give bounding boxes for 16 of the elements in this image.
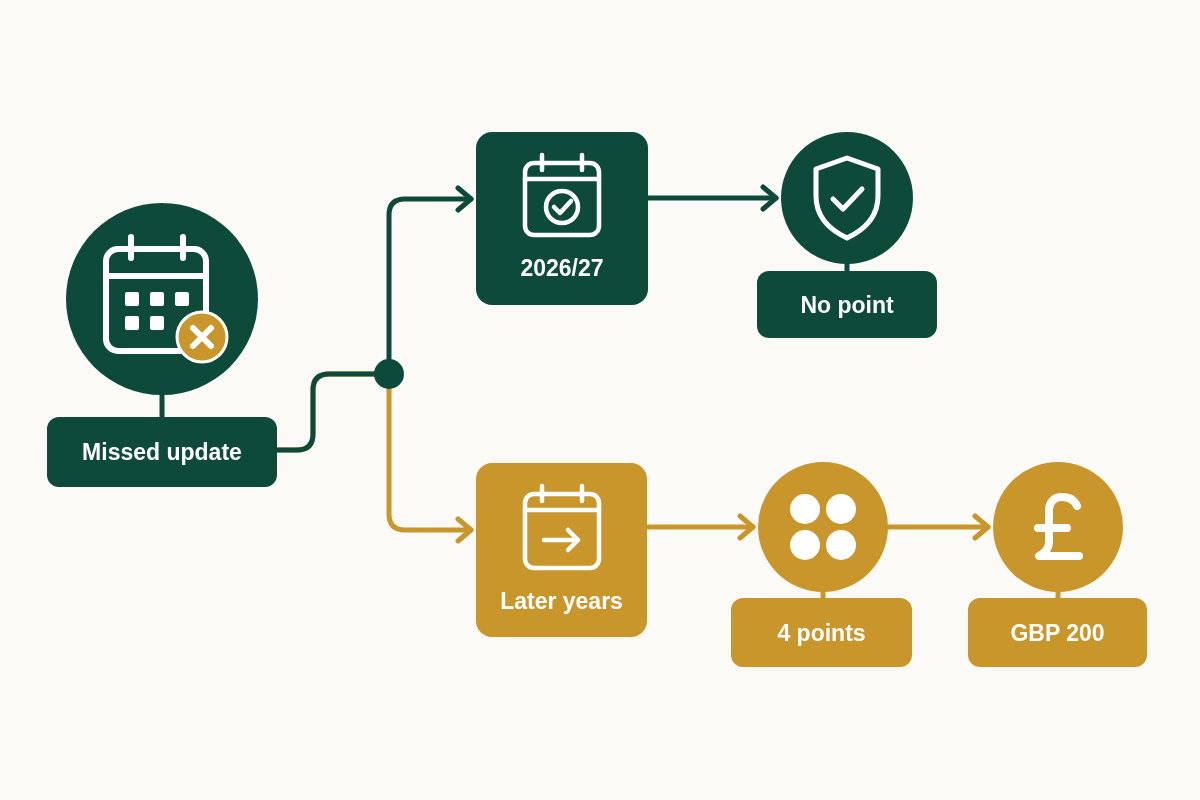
connector-line (820, 589, 826, 601)
label-panel (968, 598, 1147, 667)
node-label: 2026/27 (520, 254, 604, 282)
node-label: Missed update (82, 438, 242, 466)
connector-line (844, 261, 850, 274)
process-box (476, 132, 648, 305)
process-box (476, 463, 647, 637)
node-label: No point (800, 290, 894, 319)
node-label: 4 points (777, 618, 866, 647)
label-panel (757, 271, 937, 338)
node-label: Later years (500, 587, 623, 615)
label-panel (47, 417, 277, 487)
connector-line (1055, 589, 1061, 601)
node-label: GBP 200 (1010, 618, 1105, 647)
label-panel (731, 598, 912, 667)
connector-line (159, 392, 165, 420)
